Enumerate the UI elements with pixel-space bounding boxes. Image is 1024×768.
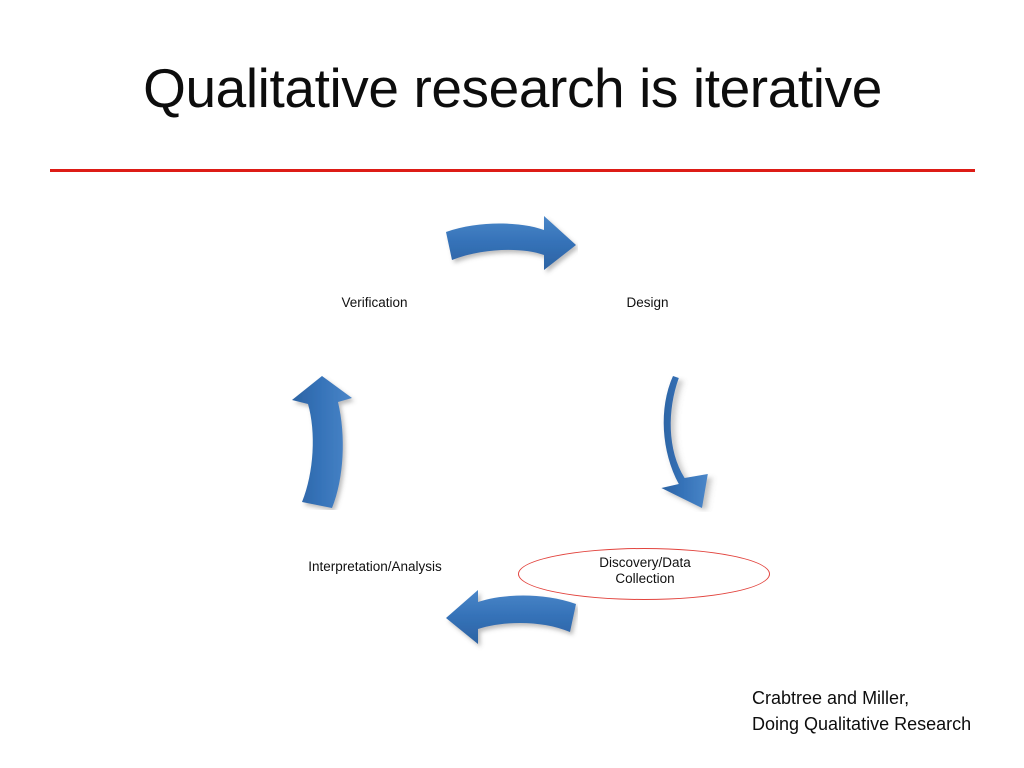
arrow-right-icon: [444, 216, 578, 292]
arrow-down-icon: [655, 376, 747, 512]
iterative-cycle-diagram: Verification Design Discovery/Data Colle…: [0, 190, 1024, 680]
citation-text: Crabtree and Miller, Doing Qualitative R…: [752, 688, 972, 734]
node-label-interpretation: Interpretation/Analysis: [308, 559, 442, 574]
arrow-left-icon: [444, 590, 578, 662]
node-label-design: Design: [626, 295, 669, 310]
title-divider-rule: [50, 169, 975, 172]
node-label-verification: Verification: [341, 295, 408, 310]
discovery-highlight-ellipse: [518, 548, 770, 600]
page-title: Qualitative research is iterative: [143, 57, 882, 119]
node-label-discovery: Discovery/Data Collection: [599, 555, 691, 587]
arrow-up-icon: [282, 374, 370, 510]
